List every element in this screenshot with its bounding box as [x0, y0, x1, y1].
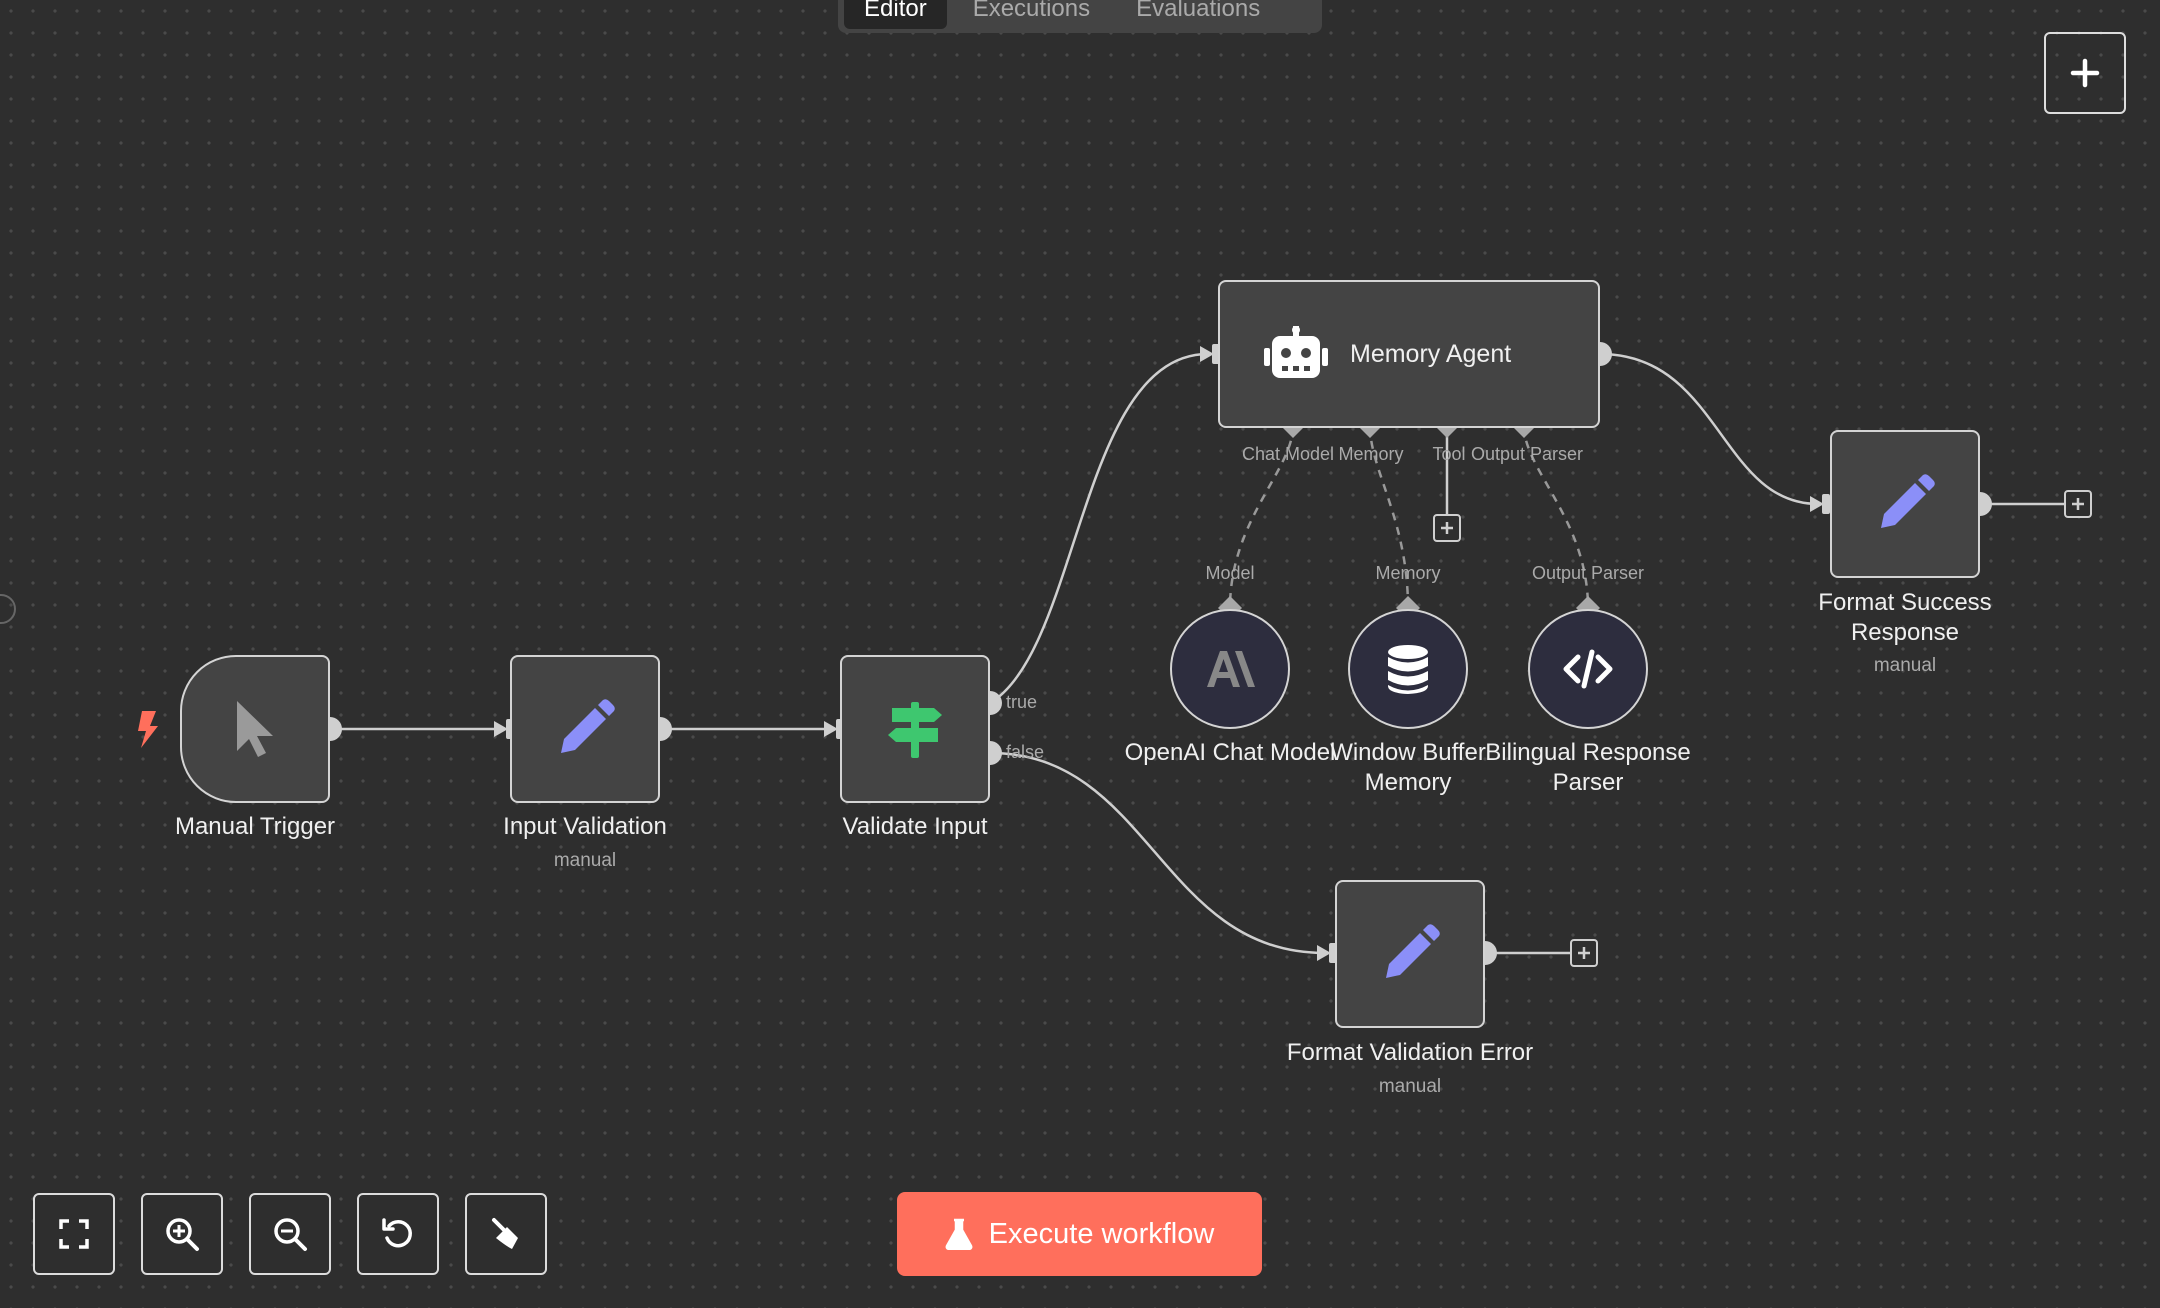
- zoom-out-button[interactable]: [249, 1193, 331, 1275]
- output-label-false: false: [1006, 742, 1045, 762]
- node-openai-chat-model[interactable]: [1170, 609, 1290, 729]
- arrow-head: [494, 721, 508, 737]
- port-label-output-parser: Output Parser: [1470, 444, 1584, 464]
- edge-memory-agent-to-format-success: [1599, 352, 1819, 506]
- port-label-chat-model: Chat Model: [1241, 444, 1335, 464]
- plus-icon: [2070, 58, 2100, 88]
- zoom-in-button[interactable]: [141, 1193, 223, 1275]
- node-format-success-response[interactable]: [1830, 430, 1980, 578]
- reset-zoom-button[interactable]: [357, 1193, 439, 1275]
- plus-icon: [2072, 498, 2084, 510]
- arrow-head: [824, 721, 838, 737]
- fit-view-button[interactable]: [33, 1193, 115, 1275]
- cursor-icon: [237, 701, 273, 757]
- node-label: OpenAI Chat Model: [1124, 739, 1336, 766]
- add-next-node-button[interactable]: [2064, 490, 2092, 518]
- node-label-line1: Format Success: [1818, 589, 1992, 616]
- node-label: Validate Input: [842, 813, 988, 840]
- zoom-out-icon: [274, 1218, 307, 1251]
- node-label-line2: Parser: [1552, 769, 1624, 796]
- add-next-node-button[interactable]: [1570, 939, 1598, 967]
- execute-workflow-label: Execute workflow: [988, 1217, 1215, 1250]
- zoom-in-icon: [166, 1218, 199, 1251]
- node-label: Format Validation Error: [1286, 1039, 1534, 1066]
- tab-editor[interactable]: Editor: [844, 0, 947, 29]
- port-label-output-parser: Output Parser: [1531, 563, 1645, 583]
- arrow-head: [1200, 346, 1214, 362]
- flask-icon: [945, 1218, 973, 1250]
- code-icon: [1563, 649, 1613, 689]
- plus-icon: [1441, 522, 1453, 534]
- tab-executions[interactable]: Executions: [972, 0, 1091, 22]
- node-format-validation-error[interactable]: [1335, 880, 1485, 1028]
- robot-icon: [1264, 326, 1328, 378]
- output-label-true: true: [1006, 692, 1038, 712]
- database-icon: [1388, 645, 1428, 694]
- node-bilingual-response-parser[interactable]: [1528, 609, 1648, 729]
- node-memory-agent[interactable]: Memory Agent: [1218, 280, 1600, 428]
- undo-icon: [382, 1218, 412, 1248]
- node-subtitle: manual: [1873, 655, 1937, 676]
- node-manual-trigger[interactable]: [180, 655, 330, 803]
- add-tool-button[interactable]: [1433, 514, 1461, 542]
- input-handle: [1822, 494, 1830, 514]
- pencil-icon: [1386, 924, 1440, 978]
- node-window-buffer-memory[interactable]: [1348, 609, 1468, 729]
- node-subtitle: manual: [553, 850, 617, 871]
- fullscreen-icon: [59, 1219, 89, 1249]
- node-label-line2: Memory: [1364, 769, 1452, 796]
- node-label: Input Validation: [503, 813, 667, 840]
- node-label-line2: Response: [1850, 619, 1960, 646]
- tab-evaluations[interactable]: Evaluations: [1136, 0, 1261, 22]
- port-label-memory: Memory: [1338, 444, 1404, 464]
- pencil-icon: [561, 699, 615, 753]
- edge-true-to-memory-agent: [989, 352, 1209, 705]
- edge-false-to-format-validation-error: [989, 751, 1326, 955]
- port-label-model: Model: [1205, 563, 1255, 583]
- node-title: Memory Agent: [1350, 339, 1512, 368]
- node-subtitle: manual: [1378, 1076, 1442, 1097]
- add-node-button[interactable]: [2044, 32, 2126, 114]
- node-label-line1: Window Buffer: [1330, 739, 1486, 766]
- tidy-up-button[interactable]: [465, 1193, 547, 1275]
- edge-parser-dashed: [1522, 425, 1590, 609]
- node-label-line1: Bilingual Response: [1485, 739, 1691, 766]
- edge-model-dashed: [1228, 425, 1295, 609]
- arrow-head: [1317, 945, 1331, 961]
- port-label-memory: Memory: [1375, 563, 1441, 583]
- signpost-icon: [888, 702, 942, 758]
- pencil-icon: [1881, 474, 1935, 528]
- port-label-tool: Tool: [1432, 444, 1466, 464]
- view-tabs: Editor Executions Evaluations: [838, 0, 1322, 33]
- anthropic-icon: [1207, 651, 1255, 687]
- plus-icon: [1578, 947, 1590, 959]
- edge-memory-dashed: [1368, 425, 1410, 609]
- broom-icon: [492, 1218, 518, 1249]
- node-input-validation[interactable]: [510, 655, 660, 803]
- execute-workflow-button[interactable]: Execute workflow: [897, 1192, 1262, 1276]
- node-validate-input[interactable]: [840, 655, 990, 803]
- trigger-bolt-icon: [138, 711, 158, 748]
- arrow-head: [1810, 496, 1824, 512]
- node-label: Manual Trigger: [174, 813, 336, 840]
